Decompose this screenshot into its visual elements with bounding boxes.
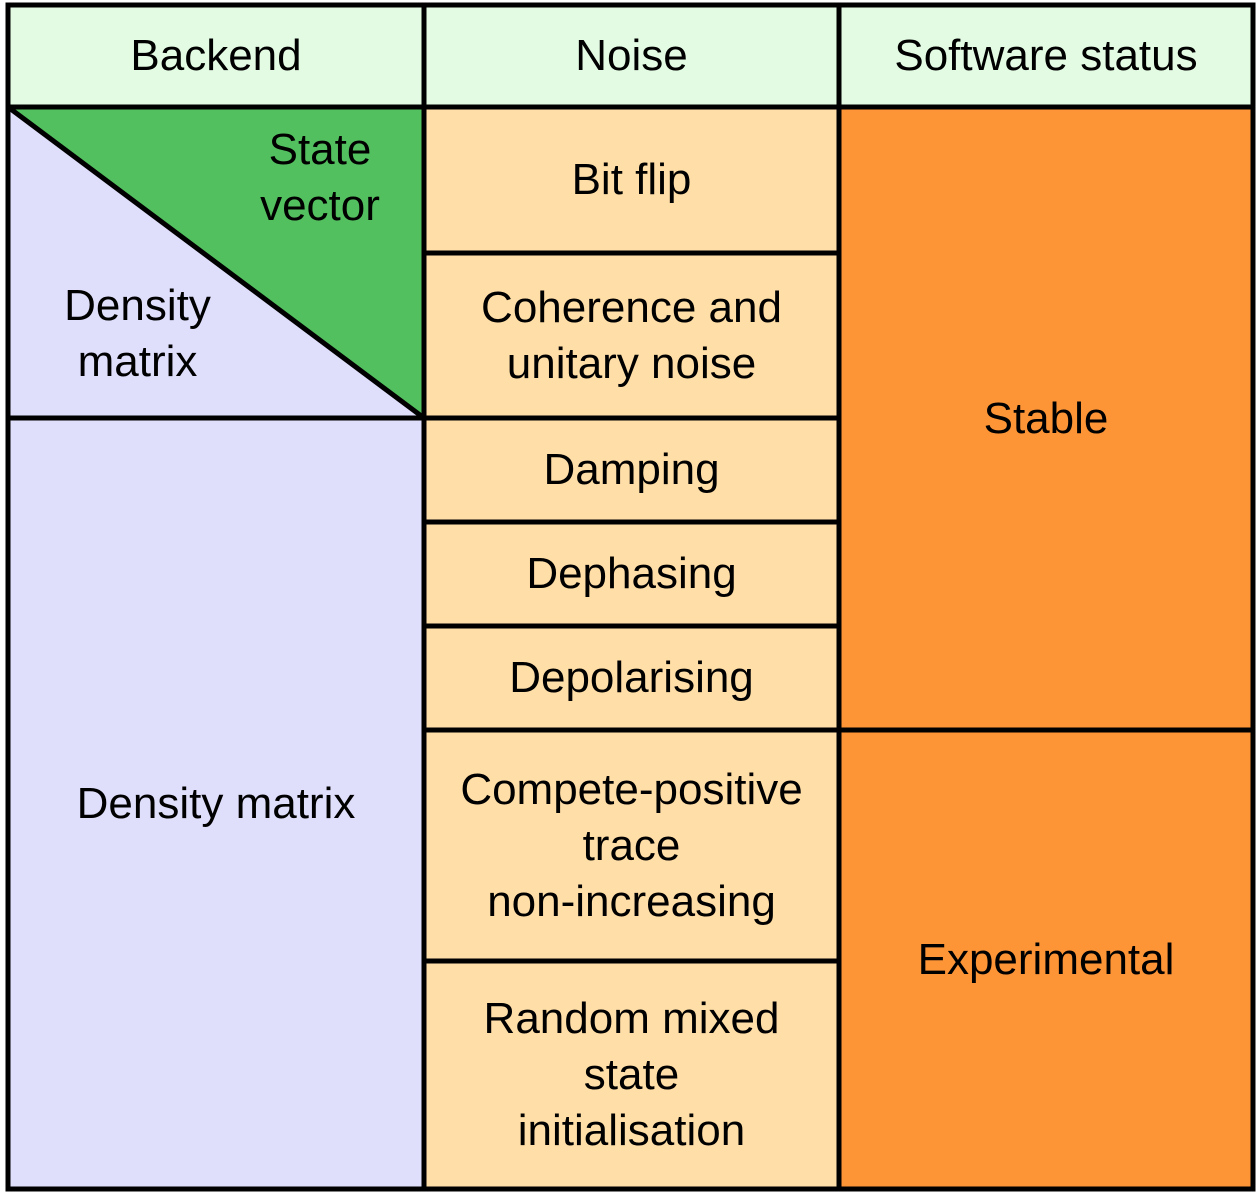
noise-depolarising-label: Depolarising <box>509 653 754 702</box>
status-stable-label: Stable <box>983 393 1109 443</box>
noise-dephasing-label: Dephasing <box>526 549 737 598</box>
noise-damping-label: Damping <box>543 445 720 494</box>
noise-bit-flip: Bit flip <box>424 107 839 253</box>
status-experimental: Experimental <box>839 730 1253 1189</box>
density-matrix-split-label-box: Density matrix <box>40 276 235 391</box>
noise-complete-positive: Compete-positive trace non-increasing <box>424 730 839 961</box>
header-noise: Noise <box>424 5 839 107</box>
backend-density-matrix: Density matrix <box>8 418 424 1189</box>
status-stable: Stable <box>839 107 1253 730</box>
noise-coherence-unitary-label: Coherence and unitary noise <box>481 282 782 388</box>
status-experimental-label: Experimental <box>917 934 1175 984</box>
noise-bit-flip-label: Bit flip <box>571 155 692 204</box>
header-noise-label: Noise <box>575 31 688 80</box>
state-vector-label: State vector <box>260 124 380 230</box>
state-vector-label-box: State vector <box>230 120 410 235</box>
header-software-status-label: Software status <box>894 31 1198 80</box>
header-backend: Backend <box>8 5 424 107</box>
header-software-status: Software status <box>839 5 1253 107</box>
noise-damping: Damping <box>424 418 839 522</box>
noise-random-mixed-state-label: Random mixed state initialisation <box>483 994 780 1155</box>
noise-depolarising: Depolarising <box>424 626 839 730</box>
header-backend-label: Backend <box>130 31 302 80</box>
noise-complete-positive-label: Compete-positive trace non-increasing <box>460 764 803 926</box>
noise-dephasing: Dephasing <box>424 522 839 626</box>
density-matrix-split-label: Density matrix <box>64 280 211 386</box>
density-matrix-label: Density matrix <box>76 778 356 828</box>
noise-coherence-unitary: Coherence and unitary noise <box>424 253 839 418</box>
noise-random-mixed-state: Random mixed state initialisation <box>424 961 839 1189</box>
